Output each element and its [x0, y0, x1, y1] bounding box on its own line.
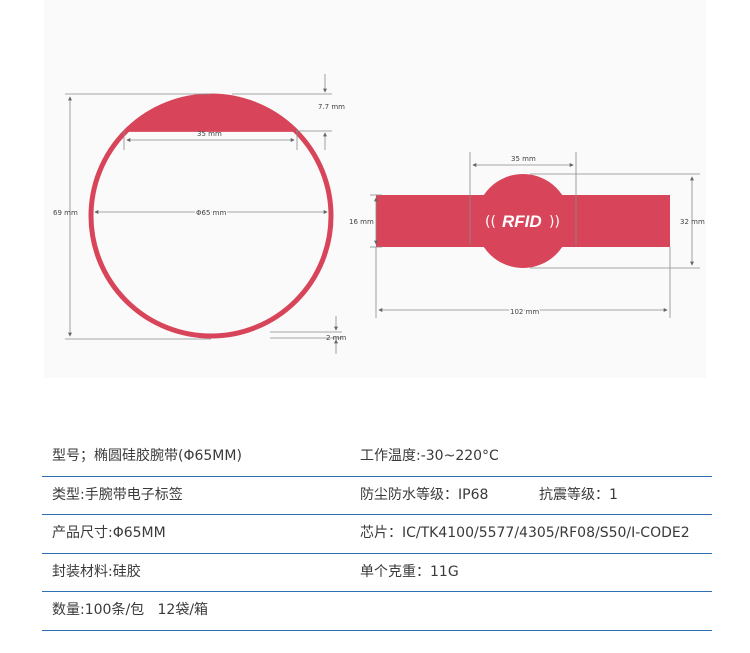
- spec-row: 产品尺寸:Φ65MM 芯片：IC/TK4100/5577/4305/RF08/S…: [42, 515, 712, 554]
- flat-band-dimensions: [370, 152, 700, 318]
- spec-shock-rating: 抗震等级：1: [539, 486, 618, 503]
- flat-band: [376, 174, 670, 268]
- round-band-thickness-label: 2 mm: [326, 334, 346, 342]
- round-diameter-label: Φ65 mm: [196, 209, 226, 217]
- spec-quantity: 数量:100条/包 12袋/箱: [52, 602, 209, 618]
- flat-tag-width-label: 35 mm: [511, 155, 536, 163]
- rfid-logo: (( RFID )): [485, 212, 560, 231]
- rfid-logo-text: RFID: [502, 212, 542, 231]
- spec-operating-temperature: 工作温度:-30~220°C: [360, 448, 499, 464]
- round-band: [88, 93, 334, 339]
- wristband-diagram: 7.7 mm 35 mm Φ65 mm 69 mm 2 mm (( RFID )…: [53, 74, 705, 354]
- flat-total-length-label: 102 mm: [510, 308, 539, 316]
- spec-row: 类型:手腕带电子标签 防尘防水等级：IP68 抗震等级：1: [42, 477, 712, 515]
- spec-unit-weight: 单个克重：11G: [360, 563, 459, 580]
- flat-tag-height-label: 32 mm: [680, 218, 705, 226]
- spec-protection-rating: 防尘防水等级：IP68: [360, 486, 489, 503]
- rfid-waves-right-icon: )): [549, 214, 560, 230]
- spec-model: 型号；椭圆硅胶腕带(Φ65MM): [52, 448, 242, 464]
- spec-row: 型号；椭圆硅胶腕带(Φ65MM) 工作温度:-30~220°C: [42, 438, 712, 477]
- diagram-panel: [44, 0, 706, 378]
- rfid-waves-left-icon: ((: [485, 214, 496, 230]
- spec-material: 封装材料:硅胶: [52, 563, 141, 580]
- spec-row: 封装材料:硅胶 单个克重：11G: [42, 554, 712, 592]
- spec-table: 型号；椭圆硅胶腕带(Φ65MM) 工作温度:-30~220°C 类型:手腕带电子…: [42, 438, 712, 631]
- round-outer-height-label: 69 mm: [53, 209, 78, 217]
- spec-type: 类型:手腕带电子标签: [52, 486, 183, 503]
- spec-chip: 芯片：IC/TK4100/5577/4305/RF08/S50/I-CODE2: [360, 525, 690, 541]
- round-band-ring: [88, 93, 334, 339]
- round-band-dimensions: [65, 74, 342, 354]
- flat-band-width-label: 16 mm: [349, 218, 374, 226]
- spec-row: 数量:100条/包 12袋/箱: [42, 592, 712, 631]
- flat-band-tag: [476, 174, 570, 268]
- spec-size: 产品尺寸:Φ65MM: [52, 525, 166, 541]
- round-top-segment-height-label: 7.7 mm: [318, 103, 345, 111]
- round-top-segment-width-label: 35 mm: [197, 130, 222, 138]
